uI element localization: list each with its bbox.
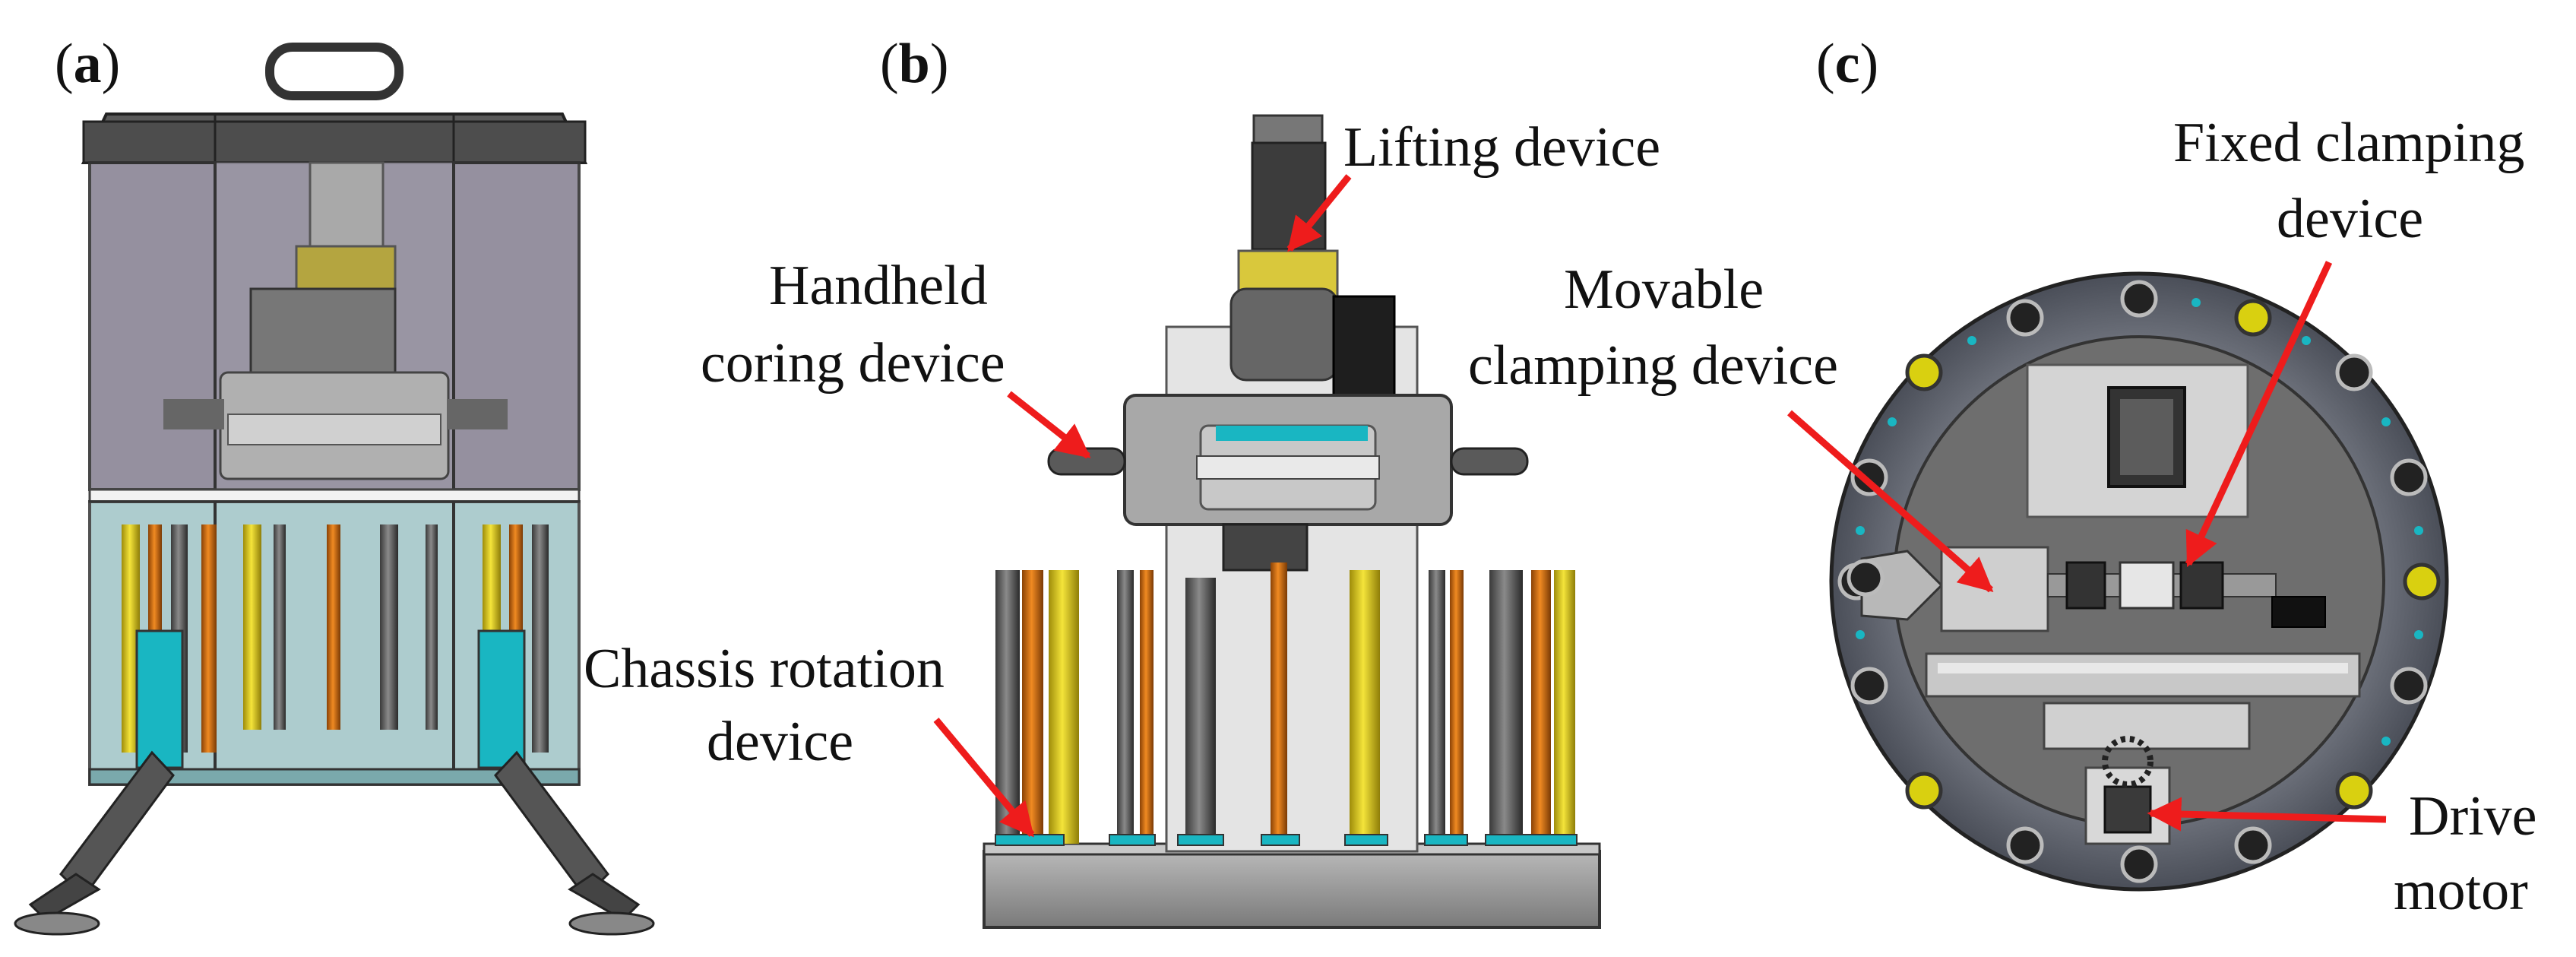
label-movable-line1: Movable bbox=[1564, 258, 1764, 321]
panel-a: (a) bbox=[14, 33, 655, 936]
label-drive-line2: motor bbox=[2394, 860, 2528, 922]
bolt-ring bbox=[1837, 280, 2441, 883]
label-drive-line1: Drive bbox=[2409, 785, 2537, 848]
label-movable-line2: clamping device bbox=[1468, 334, 1838, 397]
panel-c: (c) bbox=[1468, 33, 2537, 922]
arrow-drive-motor bbox=[2147, 797, 2387, 832]
arrow-movable-clamping-device bbox=[1787, 410, 1994, 593]
label-handheld-line2: coring device bbox=[701, 332, 1005, 395]
arrow-fixed-clamping-device bbox=[2185, 261, 2333, 568]
label-fixed-line2: device bbox=[2277, 188, 2423, 250]
label-fixed-line1: Fixed clamping bbox=[2173, 112, 2524, 174]
label-chassis-line2: device bbox=[707, 711, 853, 773]
arrow-handheld-coring-device bbox=[1007, 391, 1091, 459]
coring-machine-full-view bbox=[14, 43, 655, 936]
label-chassis-line1: Chassis rotation bbox=[584, 638, 945, 700]
label-handheld-line1: Handheld bbox=[769, 255, 988, 317]
panel-b: (b) bbox=[584, 33, 1660, 929]
arrow-lifting-device bbox=[1286, 174, 1352, 252]
panel-c-label: (c) bbox=[1816, 33, 1878, 95]
panel-a-label: (a) bbox=[55, 33, 120, 95]
coring-device-front-view bbox=[983, 114, 1601, 929]
label-lifting-device: Lifting device bbox=[1343, 116, 1660, 179]
arrow-chassis-rotation-device bbox=[933, 718, 1035, 838]
panel-b-label: (b) bbox=[880, 33, 948, 95]
coring-device-bottom-view bbox=[1829, 271, 2449, 892]
